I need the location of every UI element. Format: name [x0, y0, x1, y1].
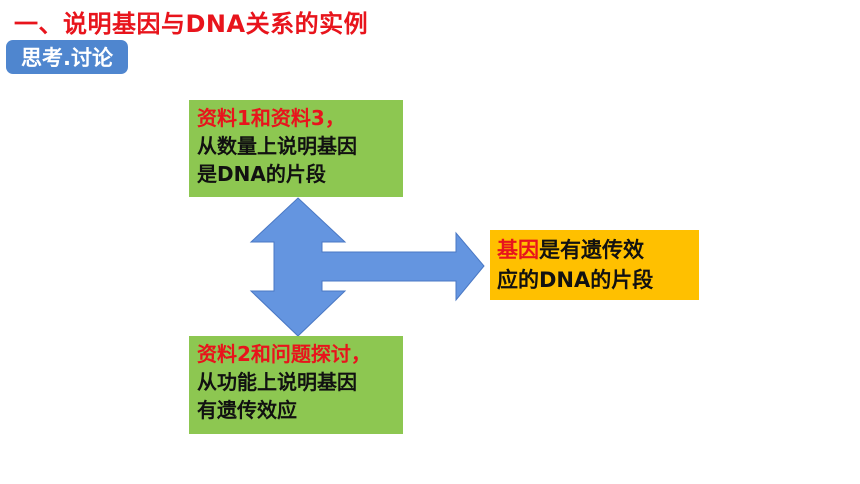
- box-top-line1: 资料1和资料3，: [197, 106, 345, 130]
- box-bottom-line3: 有遗传效应: [197, 398, 297, 422]
- box-top-line3: 是DNA的片段: [197, 162, 326, 186]
- box-top-line2: 从数量上说明基因: [197, 134, 357, 158]
- gene-highlight: 基因: [497, 238, 539, 262]
- material-1-3-box: 资料1和资料3， 从数量上说明基因 是DNA的片段: [189, 100, 403, 197]
- material-2-box: 资料2和问题探讨， 从功能上说明基因 有遗传效应: [189, 336, 403, 434]
- conclusion-line1: 基因是有遗传效: [497, 235, 692, 265]
- slide-title: 一、说明基因与DNA关系的实例: [14, 10, 369, 38]
- conclusion-line1-rest: 是有遗传效: [539, 238, 644, 262]
- box-bottom-line1: 资料2和问题探讨，: [197, 342, 371, 366]
- arrow-shape-icon: [249, 197, 485, 337]
- conclusion-box: 基因是有遗传效 应的DNA的片段: [490, 230, 699, 300]
- box-bottom-line2: 从功能上说明基因: [197, 370, 357, 394]
- discussion-badge: 思考.讨论: [6, 40, 128, 74]
- conclusion-line2: 应的DNA的片段: [497, 268, 654, 292]
